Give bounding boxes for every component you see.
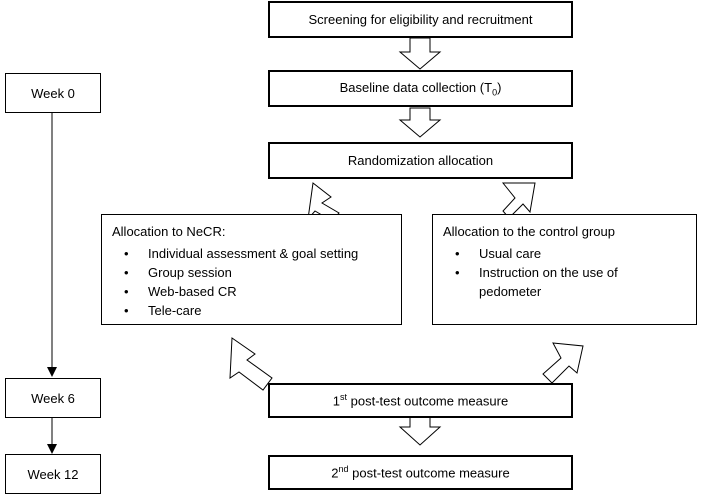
week-6-box: Week 6 [5, 378, 101, 418]
necr-item: Tele-care [112, 301, 391, 320]
control-list: Usual care Instruction on the use of ped… [443, 244, 686, 301]
week-0-label: Week 0 [31, 85, 75, 101]
baseline-close: ) [497, 79, 502, 95]
week-6-label: Week 6 [31, 390, 75, 406]
necr-allocation-box: Allocation to NeCR: Individual assessmen… [101, 214, 402, 325]
post-test-2-number: 2 [331, 465, 339, 481]
timeline-arrowhead-12 [47, 444, 57, 454]
baseline-text: Baseline data collection (T [339, 79, 493, 95]
timeline-arrowhead-6 [47, 367, 57, 377]
screening-box: Screening for eligibility and recruitmen… [268, 1, 573, 38]
necr-list: Individual assessment & goal setting Gro… [112, 244, 391, 320]
post-test-2-text: post-test outcome measure [348, 465, 510, 481]
randomization-box: Randomization allocation [268, 142, 573, 179]
post-test-1-label: 1st post-test outcome measure [333, 392, 508, 408]
post-test-2-label: 2nd post-test outcome measure [331, 464, 509, 480]
control-allocation-box: Allocation to the control group Usual ca… [432, 214, 697, 325]
down-arrow-3 [398, 416, 442, 446]
post-test-1-ordinal: st [340, 392, 348, 403]
down-arrow-1 [398, 37, 442, 70]
diag-arrow-right-top [501, 182, 536, 219]
randomization-label: Randomization allocation [347, 153, 494, 168]
necr-heading: Allocation to NeCR: [112, 224, 226, 239]
post-test-2-box: 2nd post-test outcome measure [268, 455, 573, 490]
post-test-1-text: post-test outcome measure [347, 393, 509, 409]
control-item: Usual care [443, 244, 686, 263]
week-12-box: Week 12 [5, 454, 101, 494]
down-arrow-2 [398, 107, 442, 138]
post-test-2-ordinal: nd [338, 464, 349, 475]
week-0-box: Week 0 [5, 73, 101, 113]
control-heading: Allocation to the control group [443, 224, 615, 239]
baseline-subscript: 0 [492, 87, 498, 98]
post-test-1-box: 1st post-test outcome measure [268, 383, 573, 418]
baseline-label: Baseline data collection (T0) [340, 80, 502, 98]
diag-arrow-left-bottom [229, 337, 273, 391]
necr-item: Group session [112, 263, 391, 282]
necr-item: Individual assessment & goal setting [112, 244, 391, 263]
week-12-label: Week 12 [27, 466, 79, 482]
control-item: Instruction on the use of pedometer [443, 263, 639, 301]
necr-item: Web-based CR [112, 282, 391, 301]
baseline-box: Baseline data collection (T0) [268, 70, 573, 107]
diag-arrow-right-bottom [542, 342, 584, 384]
screening-label: Screening for eligibility and recruitmen… [308, 12, 533, 27]
post-test-1-number: 1 [332, 393, 341, 409]
